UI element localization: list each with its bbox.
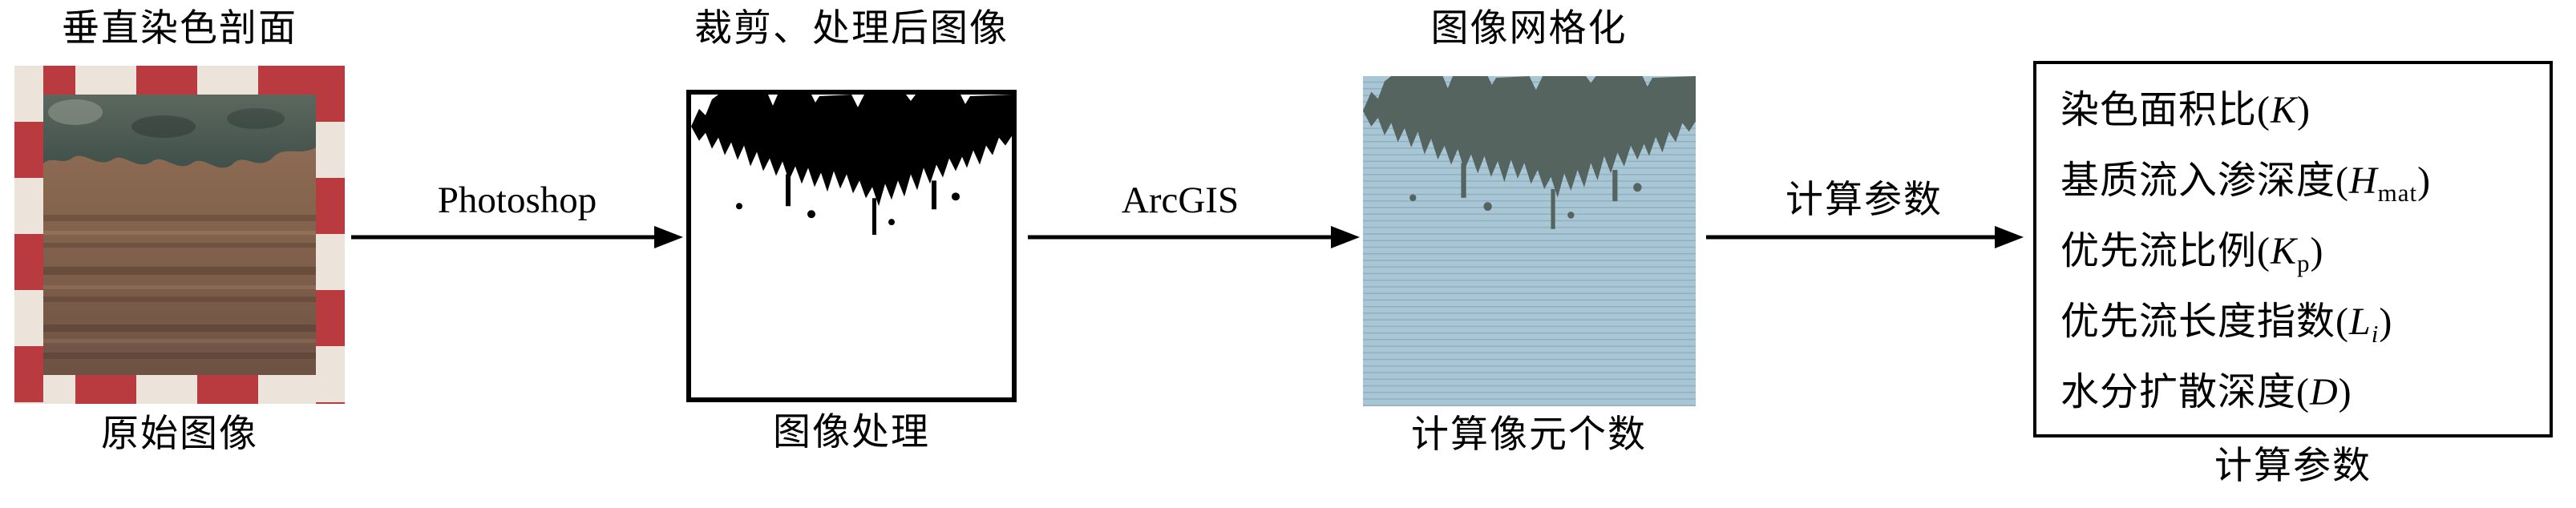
soil-photo-inner: [43, 95, 316, 375]
arrow-line: [1706, 235, 2000, 240]
param-variable: K: [2271, 89, 2298, 131]
arrow-head-icon: [1331, 226, 1360, 248]
arrow-arcgis-label: ArcGIS: [1121, 179, 1239, 221]
parameters-box: 染色面积比(K) 基质流入渗深度(Hmat) 优先流比例(Kp) 优先流长度指数…: [2033, 61, 2553, 437]
node-original-top-label: 垂直染色剖面: [62, 8, 297, 50]
arrow-photoshop: [351, 223, 683, 252]
param-subscript: mat: [2377, 179, 2418, 207]
param-text: 优先流比例(: [2060, 230, 2271, 272]
parameters-box-bottom-label: 计算参数: [2214, 446, 2372, 487]
param-subscript: i: [2371, 320, 2380, 348]
survey-rod-frame-right: [316, 66, 345, 404]
node-gridded-top-label: 图像网格化: [1430, 8, 1628, 50]
parameter-item-preferential-flow-length-index: 优先流长度指数(Li): [2060, 287, 2525, 357]
parameter-item-water-diffusion-depth: 水分扩散深度(D): [2060, 357, 2525, 428]
arrow-line: [351, 235, 659, 240]
param-close: ): [2297, 89, 2311, 131]
node-processed-bottom-label: 图像处理: [773, 412, 930, 454]
arrow-compute: [1706, 223, 2024, 252]
param-subscript: p: [2297, 249, 2311, 277]
param-text: 染色面积比(: [2060, 89, 2271, 131]
parameter-item-matrix-infiltration-depth: 基质流入渗深度(Hmat): [2060, 146, 2525, 216]
arrow-compute-label: 计算参数: [1785, 179, 1943, 221]
arrow-arcgis: [1028, 223, 1360, 252]
param-variable: H: [2349, 159, 2378, 202]
survey-rod-frame-bottom: [14, 375, 345, 404]
param-close: ): [2338, 371, 2352, 413]
param-variable: K: [2271, 230, 2298, 272]
param-text: 基质流入渗深度(: [2060, 159, 2349, 202]
gridded-image: [1363, 76, 1696, 406]
param-variable: L: [2349, 300, 2372, 343]
arrow-line: [1028, 235, 1336, 240]
parameter-item-dye-area-ratio: 染色面积比(K): [2060, 75, 2525, 146]
binary-image: [686, 90, 1017, 402]
param-variable: D: [2310, 371, 2339, 413]
node-gridded-bottom-label: 计算像元个数: [1411, 414, 1647, 456]
arrow-head-icon: [654, 226, 683, 248]
node-original-bottom-label: 原始图像: [101, 413, 258, 455]
soil-profile-photo: [14, 66, 345, 404]
arrow-photoshop-label: Photoshop: [437, 179, 597, 221]
parameter-item-preferential-flow-ratio: 优先流比例(Kp): [2060, 216, 2525, 287]
param-close: ): [2379, 300, 2393, 343]
param-close: ): [2417, 159, 2432, 202]
param-text: 优先流长度指数(: [2060, 300, 2349, 343]
survey-rod-frame-top: [14, 66, 345, 95]
param-text: 水分扩散深度(: [2060, 371, 2310, 413]
node-processed-top-label: 裁剪、处理后图像: [694, 8, 1009, 50]
arrow-head-icon: [1995, 226, 2024, 248]
param-close: ): [2310, 230, 2324, 272]
survey-rod-frame-left: [14, 66, 43, 404]
